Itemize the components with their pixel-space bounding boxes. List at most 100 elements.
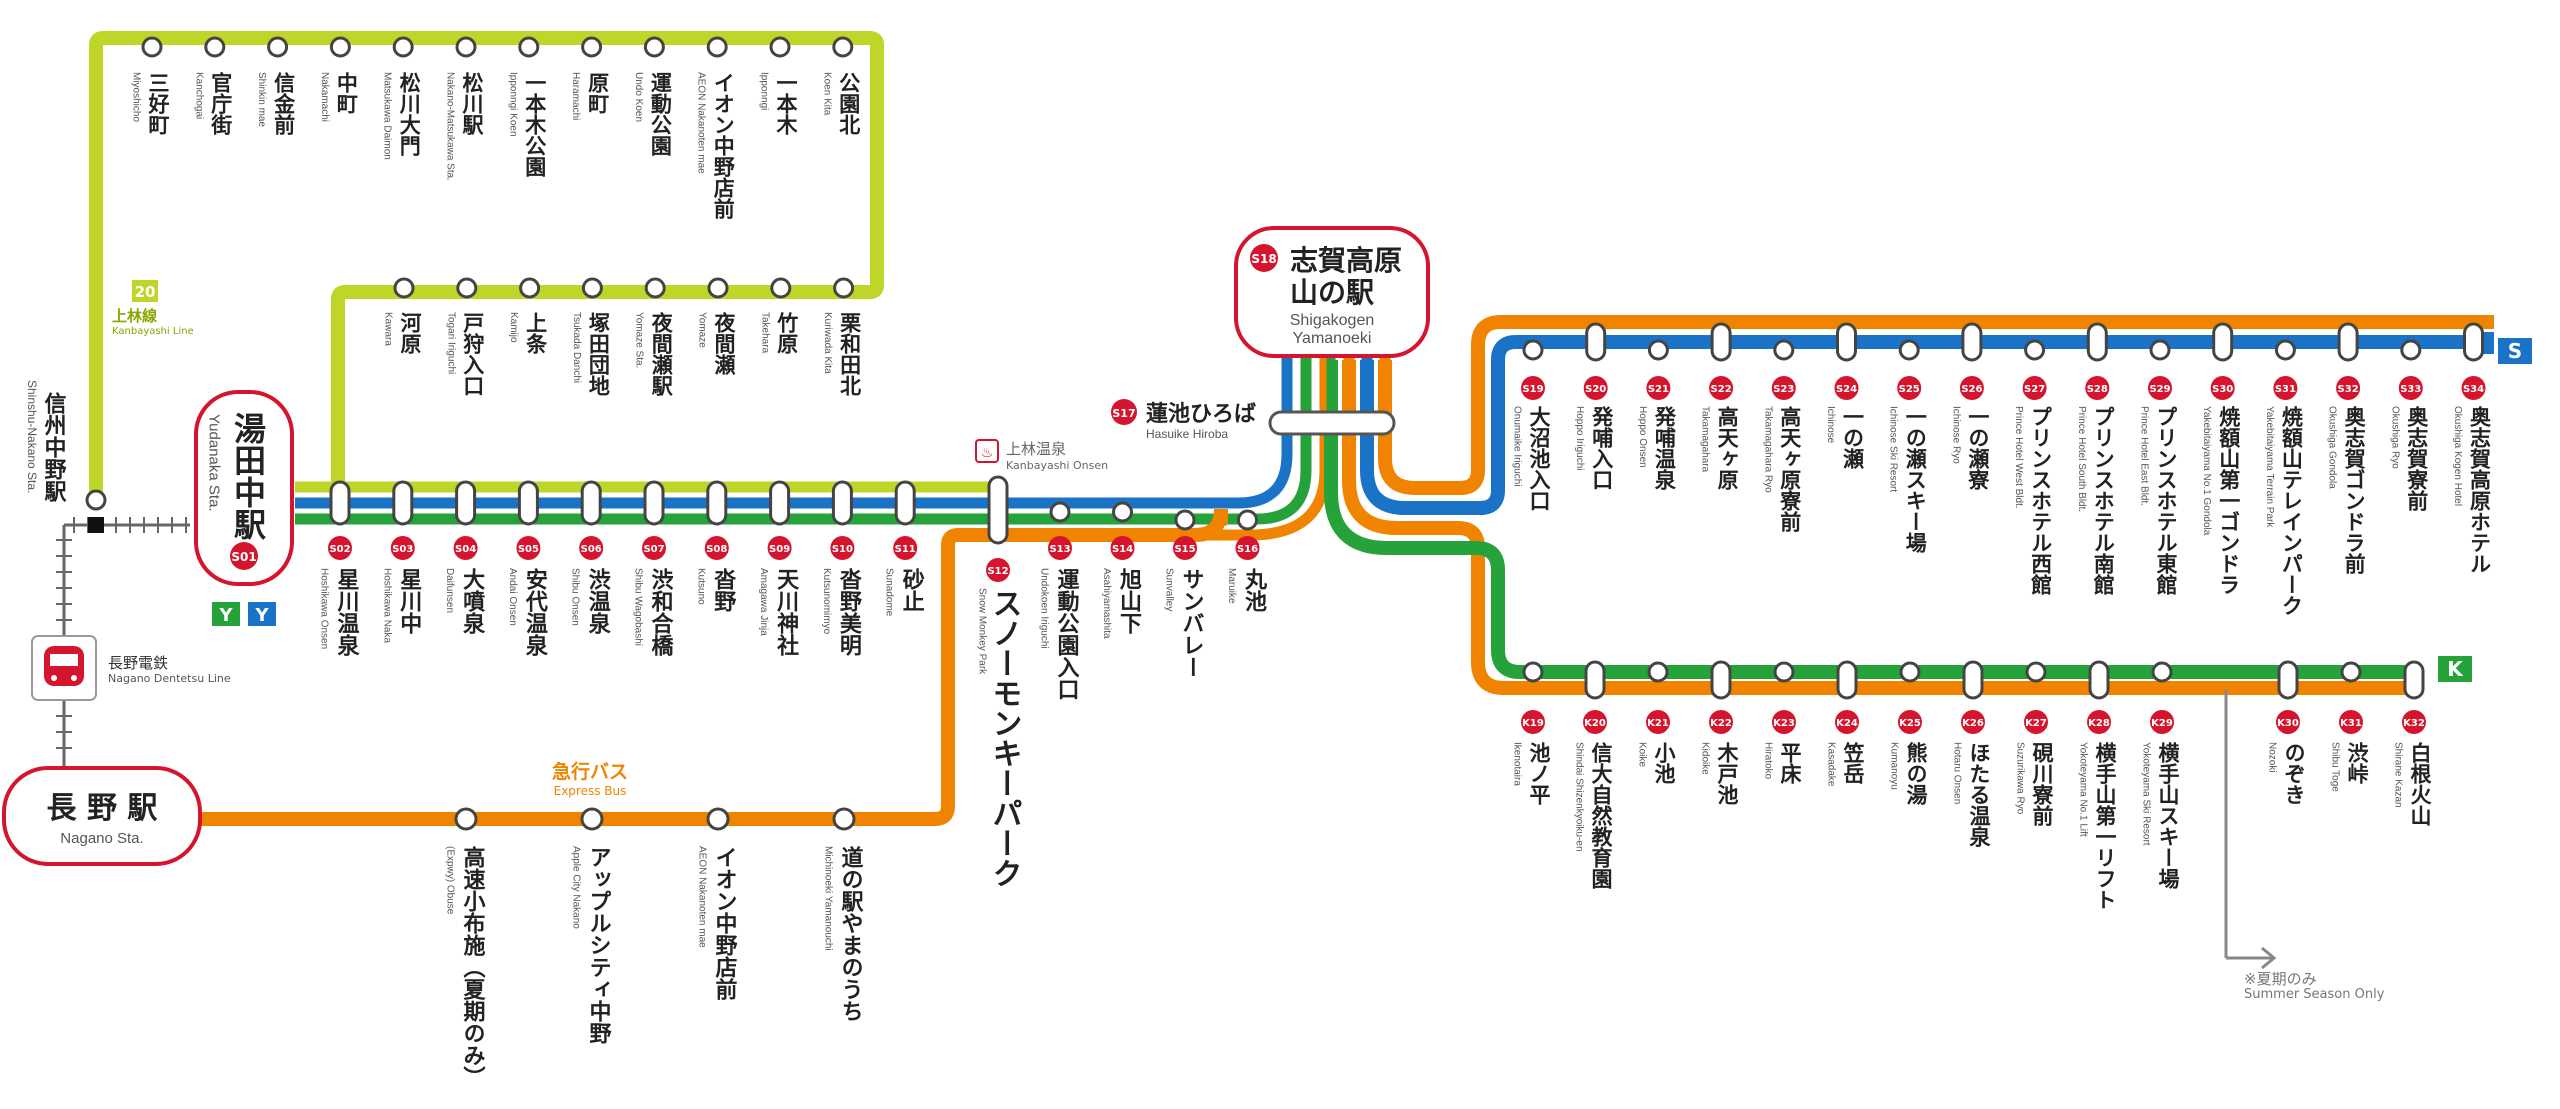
- s-station-s21[interactable]: [1647, 339, 1669, 361]
- main-station-s04[interactable]: [455, 480, 477, 526]
- main-station-s11[interactable]: [894, 480, 916, 526]
- k-station-k19[interactable]: [1522, 661, 1544, 683]
- main-station-s08[interactable]: [706, 480, 728, 526]
- bus-stop[interactable]: [454, 807, 478, 831]
- yellow-mid-stop[interactable]: [770, 277, 792, 299]
- s-station-s20[interactable]: [1585, 322, 1607, 362]
- main-station-s09[interactable]: [769, 480, 791, 526]
- main-station-s02[interactable]: [329, 480, 351, 526]
- s-station-s22-code-text: S22: [1711, 384, 1732, 395]
- k-station-k22-en: Kidoike: [1700, 742, 1711, 775]
- yellow-top-station-jp: 公園北: [837, 72, 861, 135]
- s-station-s20-code: [1583, 376, 1608, 400]
- s-station-s31[interactable]: [2274, 339, 2296, 361]
- yellow-mid-station-jp: 夜間瀬: [712, 311, 737, 376]
- s-station-s24[interactable]: [1836, 322, 1857, 362]
- k-station-k21[interactable]: [1647, 661, 1669, 683]
- bus-stop[interactable]: [706, 807, 730, 831]
- main-station-s12-code: [986, 558, 1010, 582]
- k-station-k27[interactable]: [2025, 661, 2047, 683]
- s-station-s22[interactable]: [1710, 322, 1732, 362]
- k-station-k30[interactable]: [2277, 660, 2299, 700]
- main-station-s12[interactable]: [987, 475, 1009, 545]
- yellow-mid-stop[interactable]: [581, 277, 603, 299]
- s-station-s28[interactable]: [2086, 322, 2108, 362]
- yellow-mid-station-jp: 河原: [398, 312, 422, 354]
- yellow-top-stop[interactable]: [267, 36, 289, 58]
- shinshu-nakano-stop[interactable]: [85, 489, 107, 511]
- yellow-top-stop[interactable]: [141, 36, 163, 58]
- k-station-k22[interactable]: [1710, 660, 1732, 700]
- main-station-s13[interactable]: [1049, 501, 1071, 523]
- k-station-k23-code: [1772, 710, 1796, 734]
- main-station-s15-code-text: S15: [1174, 544, 1195, 555]
- k-station-k20[interactable]: [1584, 660, 1606, 700]
- k-station-k24[interactable]: [1836, 660, 1858, 700]
- yellow-top-stop[interactable]: [706, 36, 728, 58]
- bus-stop[interactable]: [580, 807, 604, 831]
- main-station-s14[interactable]: [1112, 501, 1133, 523]
- yellow-top-stop[interactable]: [518, 36, 540, 58]
- main-station-s03-code-text: S03: [392, 544, 413, 555]
- main-station-s16[interactable]: [1237, 509, 1258, 531]
- k-station-k31[interactable]: [2340, 661, 2362, 683]
- svg-text:Summer Season Only: Summer Season Only: [2244, 987, 2385, 1002]
- main-station-s07[interactable]: [643, 480, 665, 526]
- main-station-s10[interactable]: [831, 480, 853, 526]
- yellow-mid-stop[interactable]: [707, 277, 729, 299]
- yellow-top-stop[interactable]: [832, 36, 854, 58]
- s-station-s25[interactable]: [1898, 339, 1920, 361]
- s-station-s22-jp: 高天ヶ原: [1715, 405, 1739, 490]
- k-station-k26[interactable]: [1962, 660, 1984, 700]
- yellow-top-station-jp: 松川駅: [460, 71, 485, 136]
- bus-stop[interactable]: [832, 807, 856, 831]
- s-station-s23[interactable]: [1773, 339, 1795, 361]
- s-station-s26-jp: 一の瀬寮: [1966, 406, 1991, 490]
- yellow-mid-stop[interactable]: [519, 277, 541, 299]
- yellow-top-stop[interactable]: [204, 36, 226, 58]
- s-station-s30[interactable]: [2212, 322, 2234, 362]
- main-station-s03[interactable]: [392, 480, 414, 526]
- s-station-s19[interactable]: [1522, 339, 1544, 361]
- s-station-s19-code: [1521, 376, 1545, 400]
- k-station-k26-code-text: K26: [1962, 718, 1984, 729]
- main-station-s15[interactable]: [1174, 509, 1196, 531]
- svg-text:Shinshu-Nakano Sta.: Shinshu-Nakano Sta.: [25, 380, 39, 493]
- yellow-top-station-jp: 一本木: [774, 72, 799, 136]
- s-station-s32[interactable]: [2337, 322, 2359, 362]
- yellow-top-stop[interactable]: [581, 36, 603, 58]
- k-station-k28[interactable]: [2088, 660, 2110, 700]
- s-station-s29[interactable]: [2149, 339, 2171, 361]
- main-station-s06-code-text: S06: [581, 544, 602, 555]
- s-station-s26[interactable]: [1961, 322, 1983, 362]
- s-station-s20-en: Hoppo Iriguchi: [1574, 406, 1585, 470]
- k-station-k32[interactable]: [2403, 660, 2425, 700]
- yellow-top-station-en: Ipponngi: [759, 72, 770, 110]
- hub-nagano[interactable]: 長 野 駅 Nagano Sta.: [2, 766, 202, 866]
- k-station-k19-code-text: K19: [1522, 718, 1544, 729]
- main-station-s04-jp: 大噴泉: [459, 568, 485, 634]
- yellow-mid-stop[interactable]: [393, 277, 415, 299]
- k-station-k29[interactable]: [2151, 661, 2173, 683]
- yellow-top-stop[interactable]: [643, 36, 665, 58]
- yellow-top-stop[interactable]: [392, 36, 414, 58]
- yellow-mid-stop[interactable]: [833, 277, 855, 299]
- k-station-k24-code: [1835, 710, 1859, 734]
- yellow-mid-stop[interactable]: [456, 277, 478, 299]
- hub-nagano-en: Nagano Sta.: [60, 830, 143, 847]
- s-station-s33[interactable]: [2400, 339, 2422, 361]
- k-station-k23[interactable]: [1773, 661, 1795, 683]
- hub-shigakogen[interactable]: S18 志賀高原 山の駅 Shigakogen Yamanoeki: [1234, 226, 1430, 358]
- yellow-top-stop[interactable]: [769, 36, 791, 58]
- hub-yudanaka[interactable]: 湯田中駅 Yudanaka Sta. S01: [194, 390, 294, 586]
- s-station-s27[interactable]: [2024, 339, 2046, 361]
- yellow-top-stop[interactable]: [329, 36, 351, 58]
- k-station-k19-code: [1521, 710, 1545, 734]
- k-station-k25[interactable]: [1899, 661, 1921, 683]
- yellow-mid-stop[interactable]: [644, 277, 666, 299]
- yellow-top-stop[interactable]: [455, 36, 477, 58]
- yellow-mid-station-en: Kamijo: [508, 312, 519, 343]
- main-station-s06[interactable]: [580, 480, 602, 526]
- s-station-s34[interactable]: [2463, 322, 2484, 362]
- main-station-s05[interactable]: [517, 480, 539, 526]
